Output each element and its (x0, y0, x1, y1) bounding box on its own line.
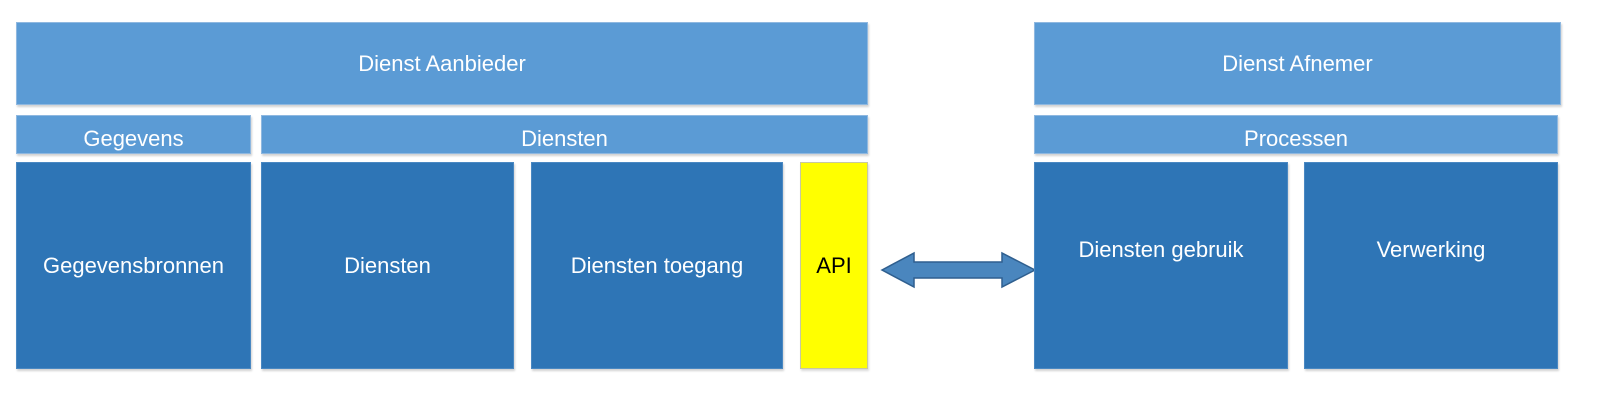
processen-label: Processen (1244, 125, 1348, 151)
dienst-afnemer-label: Dienst Afnemer (1222, 50, 1373, 76)
api-box: API (800, 162, 868, 369)
gegevens-header: Gegevens (16, 115, 251, 154)
processen-header: Processen (1034, 115, 1558, 154)
diensten-gebruik-box: Diensten gebruik (1034, 162, 1288, 369)
diensten-box: Diensten (261, 162, 514, 369)
double-arrow-shape (880, 251, 1037, 289)
diensten-header-label: Diensten (521, 125, 608, 151)
dienst-aanbieder-header: Dienst Aanbieder (16, 22, 868, 105)
dienst-afnemer-header: Dienst Afnemer (1034, 22, 1561, 105)
dienst-aanbieder-label: Dienst Aanbieder (358, 50, 526, 76)
gegevens-label: Gegevens (83, 125, 184, 151)
verwerking-label: Verwerking (1376, 237, 1486, 262)
verwerking-box: Verwerking (1304, 162, 1558, 369)
diensten-toegang-box: Diensten toegang (531, 162, 783, 369)
diensten-label: Diensten (344, 252, 431, 278)
diensten-gebruik-label: Diensten gebruik (1078, 237, 1244, 262)
gegevensbronnen-label: Gegevensbronnen (42, 252, 225, 278)
diensten-toegang-label: Diensten toegang (570, 252, 744, 278)
gegevensbronnen-box: Gegevensbronnen (16, 162, 251, 369)
api-label: API (816, 252, 852, 278)
diensten-header: Diensten (261, 115, 868, 154)
